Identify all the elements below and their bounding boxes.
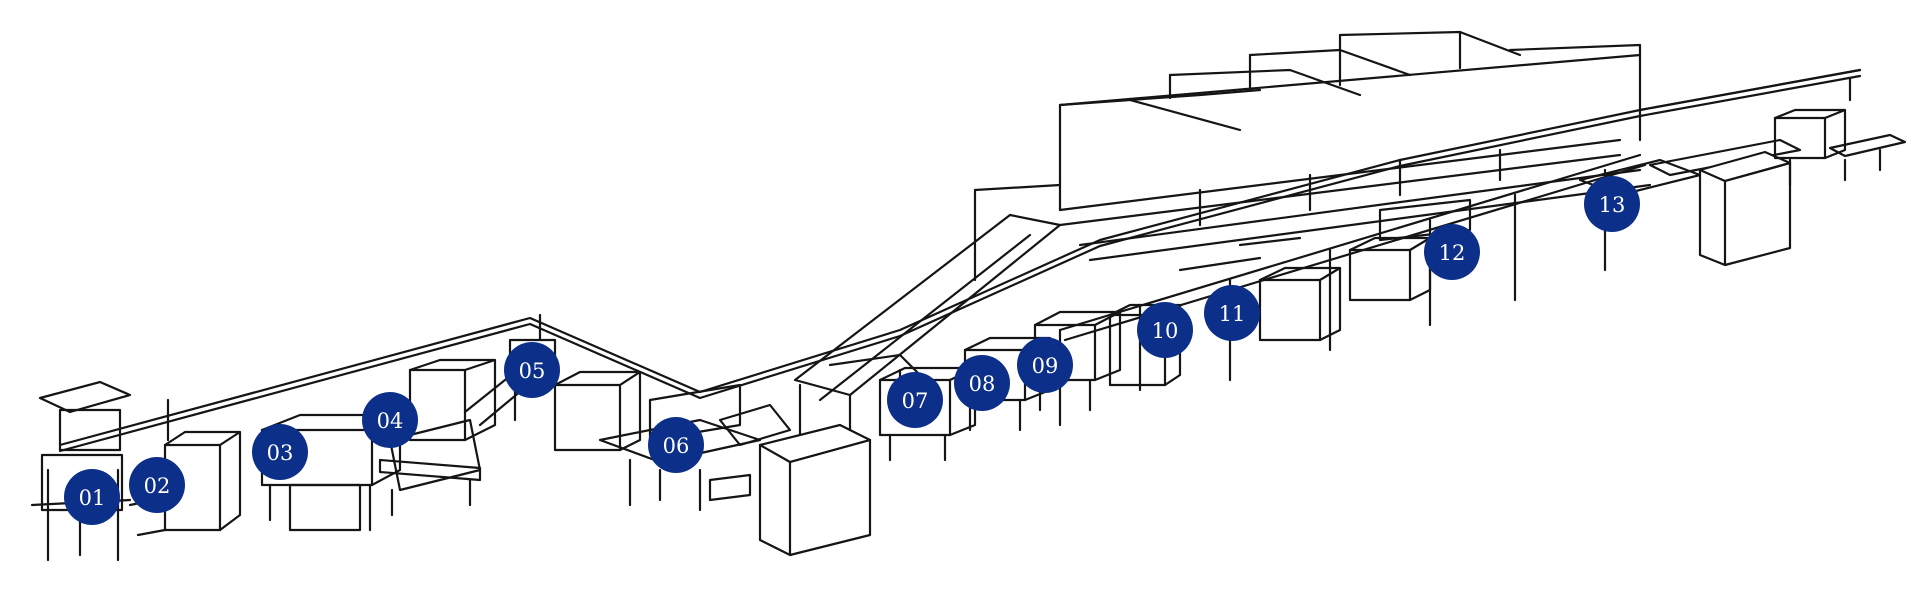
- machine-11: [1178, 236, 1342, 342]
- station-badge-12: 12: [1424, 224, 1480, 280]
- station-badge-11: 11: [1204, 285, 1260, 341]
- station-badge-circle: [648, 417, 704, 473]
- station-badge-circle: [129, 457, 185, 513]
- packing-cabinet: [1698, 150, 1792, 267]
- station-badges: 01 02 03 04 05 06 07 08 09 10 11 12 13: [64, 176, 1640, 525]
- station-badge-circle: [1017, 337, 1073, 393]
- rear-rail: [58, 68, 1862, 453]
- station-badge-08: 08: [954, 355, 1010, 411]
- station-badge-10: 10: [1137, 302, 1193, 358]
- station-badge-circle: [504, 342, 560, 398]
- station-badge-circle: [64, 469, 120, 525]
- machine-04: [378, 358, 497, 517]
- station-badge-label: 11: [1219, 302, 1246, 326]
- station-badge-label: 12: [1439, 241, 1466, 265]
- end-conveyor: [1638, 68, 1907, 187]
- station-badge-circle: [1424, 224, 1480, 280]
- station-badge-circle: [252, 424, 308, 480]
- station-badge-circle: [1584, 176, 1640, 232]
- station-badge-04: 04: [362, 392, 418, 448]
- station-badge-label: 08: [969, 372, 996, 396]
- station-badge-circle: [1204, 285, 1260, 341]
- station-badge-label: 02: [144, 474, 171, 498]
- proofer-enclosure: [973, 30, 1652, 282]
- station-badge-label: 13: [1599, 193, 1626, 217]
- station-badge-13: 13: [1584, 176, 1640, 232]
- station-badge-label: 09: [1032, 354, 1059, 378]
- station-badge-label: 07: [902, 389, 929, 413]
- station-badge-label: 04: [377, 409, 404, 433]
- station-badge-label: 10: [1152, 319, 1179, 343]
- station-badge-circle: [1137, 302, 1193, 358]
- control-cabinet: [758, 423, 872, 557]
- station-badge-03: 03: [252, 424, 308, 480]
- station-badge-05: 05: [504, 342, 560, 398]
- station-badge-label: 03: [267, 441, 294, 465]
- machine-01: [30, 380, 132, 562]
- station-badge-01: 01: [64, 469, 120, 525]
- station-badge-circle: [954, 355, 1010, 411]
- station-badge-02: 02: [129, 457, 185, 513]
- station-badge-circle: [887, 372, 943, 428]
- station-badge-label: 06: [663, 434, 690, 458]
- station-badge-09: 09: [1017, 337, 1073, 393]
- station-badge-label: 01: [79, 486, 106, 510]
- station-badge-06: 06: [648, 417, 704, 473]
- station-badge-circle: [362, 392, 418, 448]
- station-badge-07: 07: [887, 372, 943, 428]
- station-badge-label: 05: [519, 359, 546, 383]
